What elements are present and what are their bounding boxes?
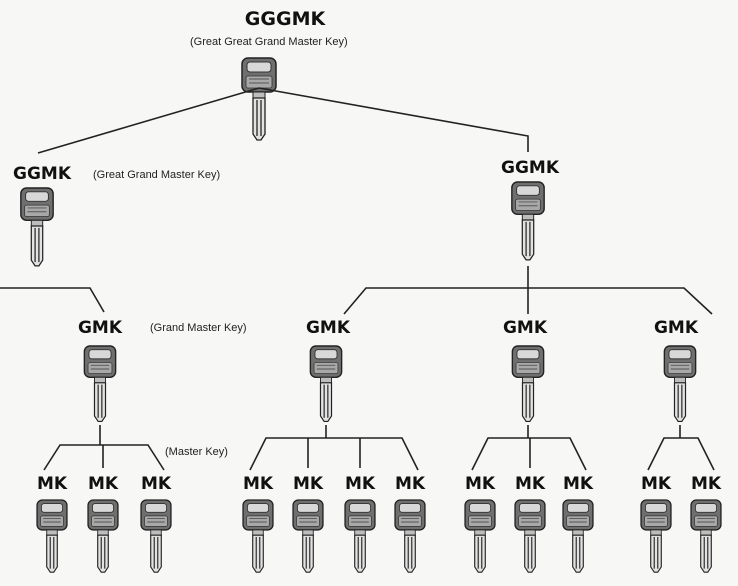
ggmk-node-left: GGMK (13, 164, 71, 184)
gmk-label: GMK (77, 318, 123, 338)
key-icon (690, 499, 722, 573)
key-icon (292, 499, 324, 573)
mk-label: MK (87, 474, 119, 494)
key-icon (344, 499, 376, 573)
master-key-description: (Master Key) (165, 446, 228, 458)
key-icon (20, 187, 54, 267)
connector-root-to-ggmk-left (37, 87, 260, 154)
key-icon (562, 499, 594, 573)
key-icon (87, 499, 119, 573)
gmk-label: GMK (653, 318, 699, 338)
gmk-node-2: GMK (298, 318, 358, 338)
gggmk-description: (Great Great Grand Master Key) (190, 36, 348, 48)
connector-ggmk-right-bus (343, 287, 713, 315)
gmk-description: (Grand Master Key) (150, 322, 247, 334)
key-icon (511, 345, 545, 423)
mk-label: MK (394, 474, 426, 494)
mk-label: MK (464, 474, 496, 494)
gmk-node-3: GMK (495, 318, 555, 338)
ggmk-node-right: GGMK (480, 158, 580, 178)
mk-label: MK (690, 474, 722, 494)
key-icon (309, 345, 343, 423)
key-icon (140, 499, 172, 573)
key-icon (241, 57, 277, 141)
key-icon (640, 499, 672, 573)
gggmk-label: GGGMK (244, 8, 326, 30)
key-icon (514, 499, 546, 573)
mk-label: MK (514, 474, 546, 494)
gmk-label: GMK (502, 318, 548, 338)
gggmk-node: GGGMK (205, 8, 365, 30)
mk-label: MK (640, 474, 672, 494)
key-icon (464, 499, 496, 573)
mk-label: MK (292, 474, 324, 494)
connector-ggmk-left-to-gmk (0, 287, 105, 313)
ggmk-description: (Great Grand Master Key) (93, 169, 221, 181)
mk-label: MK (562, 474, 594, 494)
key-icon (83, 345, 117, 423)
mk-label: MK (344, 474, 376, 494)
gmk-node-4: GMK (646, 318, 706, 338)
connector-mk-bus (471, 437, 587, 471)
connector-mk-bus (647, 437, 715, 471)
key-icon (36, 499, 68, 573)
connector-mk-bus (43, 444, 165, 471)
mk-label: MK (36, 474, 68, 494)
connector-mk-bus (249, 437, 419, 471)
gmk-label: GMK (305, 318, 351, 338)
ggmk-label-right: GGMK (501, 158, 559, 178)
key-icon (242, 499, 274, 573)
mk-label: MK (140, 474, 172, 494)
key-icon (511, 181, 545, 261)
gmk-node-1: GMK (70, 318, 130, 338)
key-icon (394, 499, 426, 573)
connector-root-to-ggmk-right (258, 87, 529, 152)
ggmk-label-left: GGMK (13, 164, 71, 184)
mk-label: MK (242, 474, 274, 494)
key-icon (663, 345, 697, 423)
